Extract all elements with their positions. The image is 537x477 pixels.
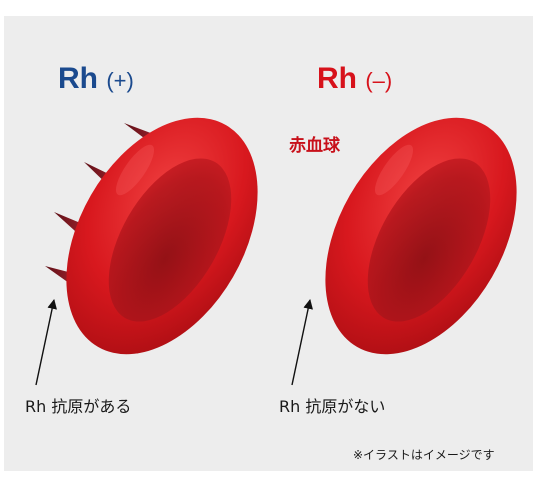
- illustration-note: ※イラストはイメージです: [353, 446, 495, 463]
- rh-positive-sign: (+): [106, 68, 134, 93]
- rh-positive-cell: [27, 84, 297, 388]
- right-arrow: [292, 300, 310, 385]
- red-blood-cell-label: 赤血球: [289, 131, 340, 156]
- rh-positive-title: Rh (+): [58, 62, 134, 96]
- rh-positive-caption: Rh 抗原がある: [25, 393, 131, 417]
- rh-negative-sign: (–): [365, 68, 392, 93]
- rh-negative-title: Rh (–): [317, 62, 392, 96]
- rh-positive-label: Rh: [58, 62, 98, 95]
- rh-negative-cell: [286, 84, 537, 388]
- left-arrow: [36, 300, 54, 385]
- rh-negative-label: Rh: [317, 62, 357, 95]
- rh-negative-caption: Rh 抗原がない: [279, 393, 385, 417]
